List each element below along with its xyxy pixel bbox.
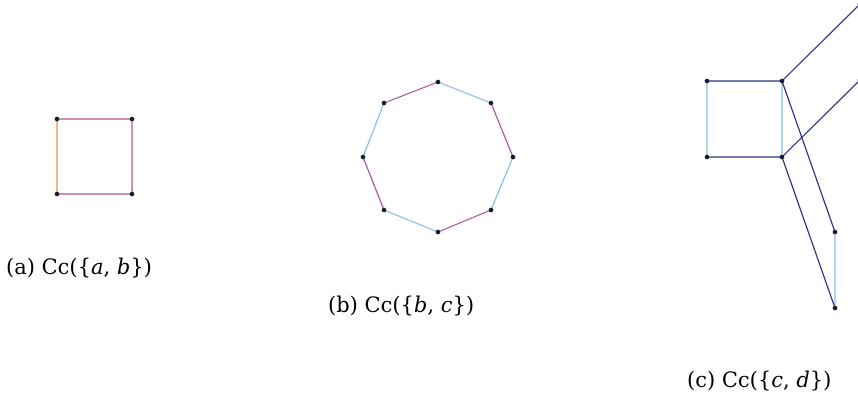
caption-a-prefix: (a) Cc({ bbox=[6, 255, 91, 279]
caption-b-prefix: (b) Cc({ bbox=[328, 293, 414, 317]
graph-b-vertex-6 bbox=[360, 154, 366, 160]
graph-c-edge-4 bbox=[781, 5, 858, 82]
graph-b-edge-0 bbox=[437, 81, 492, 104]
caption-a-var-2: b bbox=[116, 255, 131, 279]
caption-a-var-1: a bbox=[90, 255, 104, 279]
graph-b-edge-5 bbox=[362, 156, 385, 211]
graph-c-edge-8 bbox=[781, 156, 836, 309]
graph-c bbox=[704, 2, 858, 311]
graph-b-vertex-3 bbox=[488, 207, 494, 213]
graph-a-vertex-3 bbox=[54, 191, 60, 197]
caption-c-prefix: (c) Cc({ bbox=[687, 368, 772, 392]
graph-c-edge-5 bbox=[781, 81, 858, 158]
caption-b-suffix: }) bbox=[452, 293, 475, 317]
graph-b-edge-7 bbox=[383, 81, 439, 104]
graph-b-vertex-7 bbox=[381, 100, 387, 106]
caption-a: (a) Cc({a, b}) bbox=[6, 255, 152, 279]
graph-b-edge-2 bbox=[490, 156, 514, 211]
graph-b bbox=[360, 79, 516, 235]
caption-c-suffix: }) bbox=[809, 368, 832, 392]
graph-c-vertex-2 bbox=[779, 154, 785, 160]
graph-a bbox=[54, 116, 135, 197]
graph-b-vertex-5 bbox=[381, 207, 387, 213]
graph-c-vertex-0 bbox=[704, 78, 710, 84]
caption-a-suffix: }) bbox=[130, 255, 152, 279]
graph-b-vertex-2 bbox=[510, 154, 516, 160]
caption-b-var-1: b bbox=[413, 293, 428, 317]
caption-c-var-2: d bbox=[796, 368, 810, 392]
graph-b-edge-1 bbox=[490, 102, 514, 158]
caption-c-var-1: c bbox=[771, 368, 783, 392]
graph-a-vertex-2 bbox=[129, 191, 135, 197]
graph-a-vertex-0 bbox=[54, 116, 60, 122]
graph-c-vertex-6 bbox=[832, 229, 838, 235]
graph-c-edge-7 bbox=[781, 80, 836, 233]
graph-b-vertex-4 bbox=[435, 229, 441, 235]
graph-b-edge-6 bbox=[362, 102, 385, 158]
graph-c-vertex-7 bbox=[832, 305, 838, 311]
graph-b-vertex-1 bbox=[488, 100, 494, 106]
graph-b-edge-4 bbox=[383, 209, 439, 233]
graph-b-edge-3 bbox=[437, 209, 492, 233]
graph-a-vertex-1 bbox=[129, 116, 135, 122]
graph-c-vertex-3 bbox=[704, 154, 710, 160]
caption-c: (c) Cc({c, d}) bbox=[687, 368, 832, 392]
caption-b-var-2: c bbox=[440, 293, 453, 317]
graph-c-vertex-1 bbox=[779, 78, 785, 84]
caption-b: (b) Cc({b, c}) bbox=[328, 293, 475, 317]
graph-b-vertex-0 bbox=[435, 79, 441, 85]
